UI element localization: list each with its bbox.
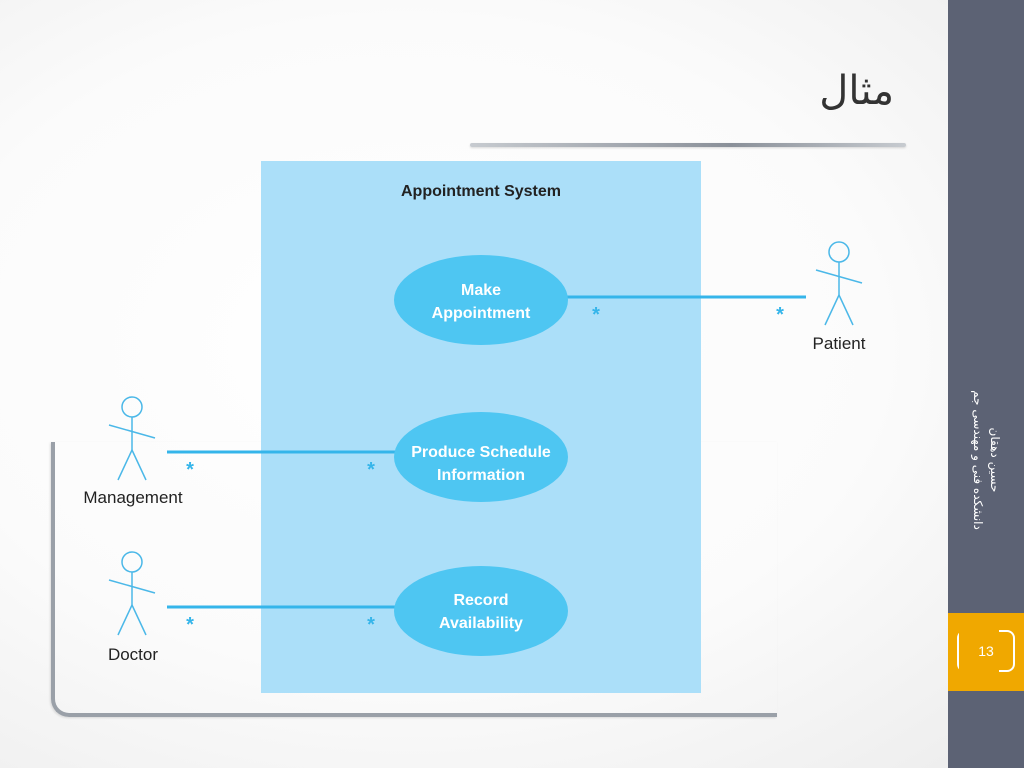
- use-case-label: Information: [437, 467, 525, 484]
- actor-head-icon: [121, 396, 143, 418]
- multiplicity-label: *: [367, 459, 375, 481]
- use-case-make-appointment[interactable]: Make Appointment: [394, 255, 568, 345]
- use-case-label: Availability: [439, 615, 523, 632]
- actor-head-icon: [828, 241, 850, 263]
- page-number: 13: [978, 643, 994, 659]
- actor-management[interactable]: [108, 396, 156, 481]
- use-case-record-availability[interactable]: Record Availability: [394, 566, 568, 656]
- use-case-label: Appointment: [432, 305, 531, 322]
- actor-label-doctor: Doctor: [108, 645, 158, 664]
- actor-label-patient: Patient: [813, 334, 866, 353]
- author-credit: حسین دهقان دانشکده فنی و مهندسی جم: [948, 375, 1024, 545]
- use-case-diagram: Appointment System * * * * * * Make Appo…: [83, 161, 866, 693]
- multiplicity-label: *: [186, 614, 194, 636]
- multiplicity-label: *: [592, 304, 600, 326]
- actor-head-icon: [121, 551, 143, 573]
- use-case-label: Make: [461, 282, 501, 299]
- use-case-label: Record: [453, 592, 508, 609]
- multiplicity-label: *: [776, 304, 784, 326]
- faculty-name: دانشکده فنی و مهندسی جم: [971, 390, 985, 530]
- decorative-frame-corner: [51, 442, 777, 717]
- use-case-label: Produce Schedule: [411, 444, 551, 461]
- title-divider: [470, 143, 906, 147]
- slide-title: مثال: [819, 68, 894, 114]
- multiplicity-label: *: [186, 459, 194, 481]
- use-case-produce-schedule-information[interactable]: Produce Schedule Information: [394, 412, 568, 502]
- system-title: Appointment System: [401, 183, 561, 200]
- actor-patient[interactable]: [815, 241, 863, 326]
- actor-label-management: Management: [83, 488, 183, 507]
- page-number-frame: [957, 629, 1015, 675]
- actor-doctor[interactable]: [108, 551, 156, 636]
- multiplicity-label: *: [367, 614, 375, 636]
- author-name: حسین دهقان: [988, 427, 1002, 493]
